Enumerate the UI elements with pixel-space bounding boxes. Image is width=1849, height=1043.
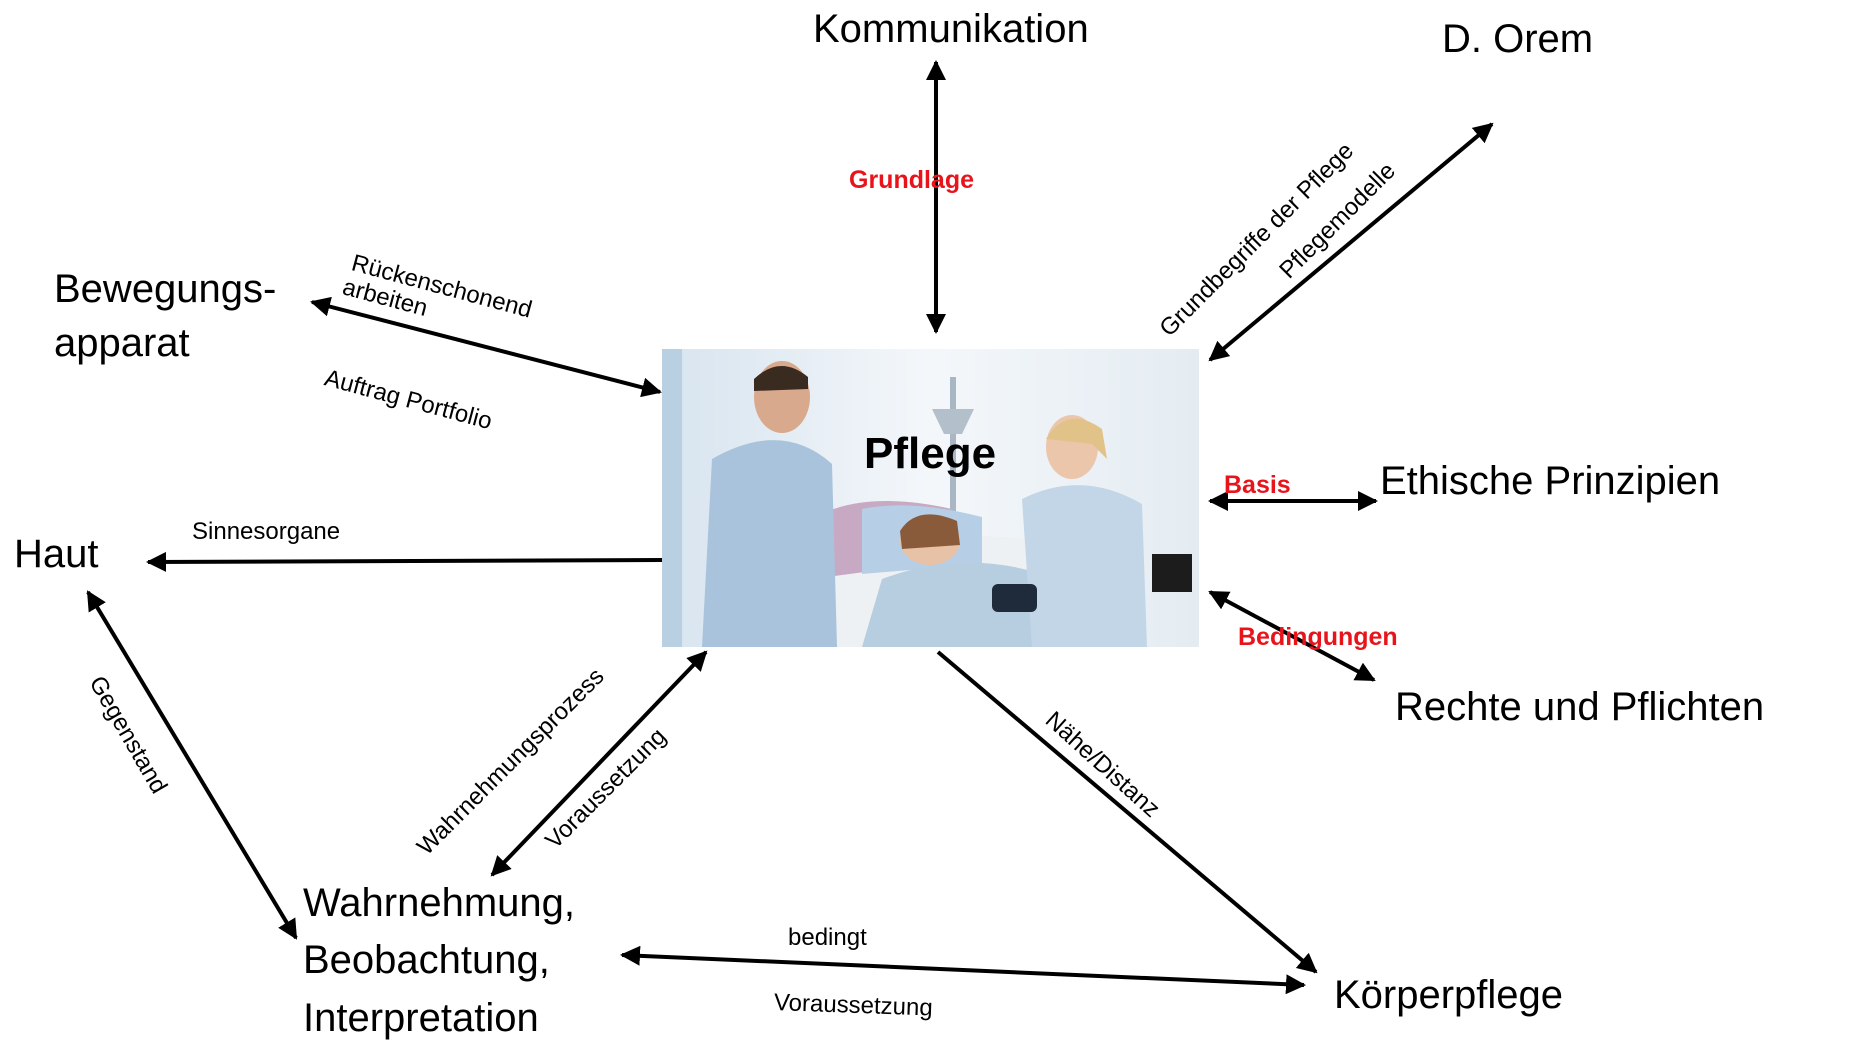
node-koerperpflege: Körperpflege xyxy=(1334,973,1564,1017)
label-grundlage: Grundlage xyxy=(849,166,975,194)
nurses-with-patient-photo xyxy=(662,349,1199,647)
arrow-haut-wahrnehmung xyxy=(86,590,298,940)
label-sinnesorgane: Sinnesorgane xyxy=(192,518,341,545)
arrow-rechte xyxy=(1208,590,1376,682)
label-bedingt: bedingt xyxy=(788,924,867,951)
arrow-orem xyxy=(1208,122,1494,362)
center-title: Pflege xyxy=(864,429,997,478)
node-haut: Haut xyxy=(14,532,99,576)
arrow-koerperpflege xyxy=(936,650,1318,974)
node-rechte-und-pflichten: Rechte und Pflichten xyxy=(1395,685,1765,729)
arrow-wahrnehmung-pflege xyxy=(490,650,708,877)
label-voraussetzung-2: Voraussetzung xyxy=(773,989,934,1022)
arrow-bewegungsapparat xyxy=(310,296,662,398)
node-wahrnehmung-line2: Beobachtung, xyxy=(303,938,550,982)
arrow-haut xyxy=(146,551,663,572)
node-wahrnehmung-line3: Interpretation xyxy=(303,996,539,1040)
node-kommunikation: Kommunikation xyxy=(813,7,1089,51)
node-bewegungsapparat-line1: Bewegungs- xyxy=(54,267,277,311)
node-wahrnehmung-line1: Wahrnehmung, xyxy=(303,881,575,925)
arrow-wahrnehmung-koerperpflege xyxy=(620,945,1306,995)
node-bewegungsapparat-line2: apparat xyxy=(54,321,190,365)
label-bedingungen: Bedingungen xyxy=(1238,623,1398,651)
node-ethische-prinzipien: Ethische Prinzipien xyxy=(1380,459,1721,503)
label-basis: Basis xyxy=(1224,471,1291,499)
node-d-orem: D. Orem xyxy=(1442,17,1594,61)
